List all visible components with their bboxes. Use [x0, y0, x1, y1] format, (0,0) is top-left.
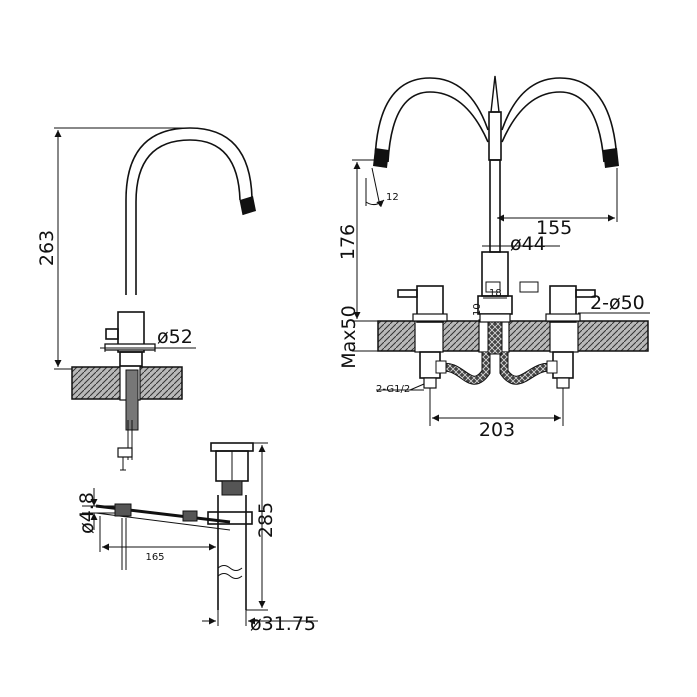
front-spout-right — [501, 77, 619, 168]
drain-body — [207, 442, 254, 610]
front-spout-left — [373, 77, 489, 168]
dim-drain-length: 165 — [145, 552, 164, 563]
dim-small-10: 10 — [472, 303, 483, 316]
dim-deck-max: Max50 — [338, 305, 360, 368]
dim-drain-diameter: ø31.75 — [250, 613, 316, 635]
dim-thread: 2-G1/2 — [376, 384, 410, 395]
dim-spread: 203 — [479, 419, 515, 441]
side-view: 263 ø52 ø4.8 165 285 ø31.75 — [36, 127, 318, 635]
base-flange — [104, 343, 156, 351]
dim-handle-diameter: 2-ø50 — [590, 292, 645, 314]
dim-drain-height: 285 — [255, 502, 277, 538]
dim-base-diameter: ø52 — [157, 326, 193, 348]
dim-pipe-diameter: ø4.8 — [76, 492, 98, 534]
side-spout — [125, 127, 256, 295]
braided-hoses — [435, 321, 558, 385]
dim-spout-reach: 155 — [536, 217, 572, 239]
front-view: 12 155 176 ø44 18 10 2-ø50 Max50 2-G1/2 — [337, 75, 650, 441]
dim-spout-angle: 12 — [386, 192, 399, 203]
dim-front-height: 176 — [337, 224, 359, 260]
dim-body-diameter: ø44 — [510, 233, 546, 255]
dim-small-18: 18 — [489, 288, 502, 299]
dim-side-height: 263 — [36, 230, 58, 266]
